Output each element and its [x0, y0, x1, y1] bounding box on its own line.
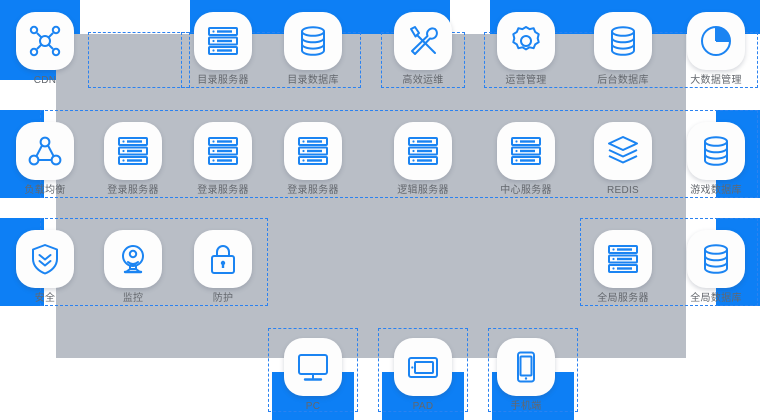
cdn-network-icon	[28, 24, 62, 58]
tile-ops[interactable]	[394, 12, 452, 70]
label-game-db: 游戏数据库	[690, 185, 742, 196]
node-protect[interactable]: 防护	[194, 230, 252, 305]
label-logic: 逻辑服务器	[397, 185, 449, 196]
tile-bigdata[interactable]	[687, 12, 745, 70]
node-pc[interactable]: PC	[284, 338, 342, 413]
load-balance-icon	[28, 134, 62, 168]
tile-protect[interactable]	[194, 230, 252, 288]
grp-mobile	[488, 328, 578, 412]
node-dir-db[interactable]: 目录数据库	[284, 12, 342, 87]
tile-op-mgmt[interactable]	[497, 12, 555, 70]
label-monitor: 监控	[122, 293, 144, 304]
node-bigdata[interactable]: 大数据管理	[687, 12, 745, 87]
shield-check-icon	[28, 242, 62, 276]
tile-glob-db[interactable]	[687, 230, 745, 288]
label-dir-server: 目录服务器	[197, 75, 249, 86]
node-mobile[interactable]: 手机端	[497, 338, 555, 413]
node-security[interactable]: 安全	[16, 230, 74, 305]
tile-cdn[interactable]	[16, 12, 74, 70]
node-login-2[interactable]: 登录服务器	[194, 122, 252, 197]
node-glob-db[interactable]: 全局数据库	[687, 230, 745, 305]
server-rack-icon	[206, 24, 240, 58]
grp-pad	[378, 328, 468, 412]
grp-pc	[268, 328, 358, 412]
tile-pc[interactable]	[284, 338, 342, 396]
database-cylinder-icon	[606, 24, 640, 58]
node-monitor[interactable]: 监控	[104, 230, 162, 305]
label-op-mgmt: 运营管理	[505, 75, 547, 86]
node-glob-srv[interactable]: 全局服务器	[594, 230, 652, 305]
tile-backend-db[interactable]	[594, 12, 652, 70]
label-redis: REDIS	[606, 185, 640, 196]
node-game-db[interactable]: 游戏数据库	[687, 122, 745, 197]
grp-cdn	[88, 32, 190, 88]
tile-mobile[interactable]	[497, 338, 555, 396]
database-cylinder-icon	[296, 24, 330, 58]
node-cdn[interactable]: CDN	[16, 12, 74, 87]
node-logic[interactable]: 逻辑服务器	[394, 122, 452, 197]
node-ops[interactable]: 高效运维	[394, 12, 452, 87]
tile-glob-srv[interactable]	[594, 230, 652, 288]
tile-center[interactable]	[497, 122, 555, 180]
grp-global	[580, 218, 758, 306]
label-ops: 高效运维	[402, 75, 444, 86]
label-security: 安全	[34, 293, 56, 304]
camera-monitor-icon	[116, 242, 150, 276]
label-dir-db: 目录数据库	[287, 75, 339, 86]
server-rack-icon	[296, 134, 330, 168]
node-pad[interactable]: PAD	[394, 338, 452, 413]
label-pc: PC	[305, 401, 321, 412]
tile-monitor[interactable]	[104, 230, 162, 288]
tablet-icon	[406, 350, 440, 384]
database-cylinder-icon	[699, 242, 733, 276]
server-rack-icon	[606, 242, 640, 276]
gear-settings-icon	[509, 24, 543, 58]
node-lb[interactable]: 负载均衡	[16, 122, 74, 197]
server-rack-icon	[509, 134, 543, 168]
tile-dir-db[interactable]	[284, 12, 342, 70]
label-backend-db: 后台数据库	[597, 75, 649, 86]
desktop-monitor-icon	[296, 350, 330, 384]
smartphone-icon	[509, 350, 543, 384]
label-cdn: CDN	[33, 75, 57, 86]
tile-pad[interactable]	[394, 338, 452, 396]
label-center: 中心服务器	[500, 185, 552, 196]
tile-lb[interactable]	[16, 122, 74, 180]
node-login-3[interactable]: 登录服务器	[284, 122, 342, 197]
label-glob-db: 全局数据库	[690, 293, 742, 304]
label-lb: 负载均衡	[24, 185, 66, 196]
node-center[interactable]: 中心服务器	[497, 122, 555, 197]
tile-login-2[interactable]	[194, 122, 252, 180]
tile-login-3[interactable]	[284, 122, 342, 180]
label-login-1: 登录服务器	[107, 185, 159, 196]
label-login-2: 登录服务器	[197, 185, 249, 196]
node-login-1[interactable]: 登录服务器	[104, 122, 162, 197]
tile-dir-server[interactable]	[194, 12, 252, 70]
label-pad: PAD	[412, 401, 434, 412]
server-rack-icon	[116, 134, 150, 168]
node-dir-server[interactable]: 目录服务器	[194, 12, 252, 87]
node-backend-db[interactable]: 后台数据库	[594, 12, 652, 87]
tile-logic[interactable]	[394, 122, 452, 180]
tile-login-1[interactable]	[104, 122, 162, 180]
label-mobile: 手机端	[510, 401, 542, 412]
tile-security[interactable]	[16, 230, 74, 288]
node-redis[interactable]: REDIS	[594, 122, 652, 197]
database-cylinder-icon	[699, 134, 733, 168]
label-protect: 防护	[212, 293, 234, 304]
label-bigdata: 大数据管理	[690, 75, 742, 86]
label-glob-srv: 全局服务器	[597, 293, 649, 304]
node-op-mgmt[interactable]: 运营管理	[497, 12, 555, 87]
server-rack-icon	[206, 134, 240, 168]
pie-chart-icon	[699, 24, 733, 58]
gray-backdrop-panel	[56, 34, 686, 358]
tile-redis[interactable]	[594, 122, 652, 180]
tile-game-db[interactable]	[687, 122, 745, 180]
label-login-3: 登录服务器	[287, 185, 339, 196]
layers-stack-icon	[606, 134, 640, 168]
tools-wrench-icon	[406, 24, 440, 58]
grp-dir	[181, 32, 361, 88]
lock-icon	[206, 242, 240, 276]
server-rack-icon	[406, 134, 440, 168]
